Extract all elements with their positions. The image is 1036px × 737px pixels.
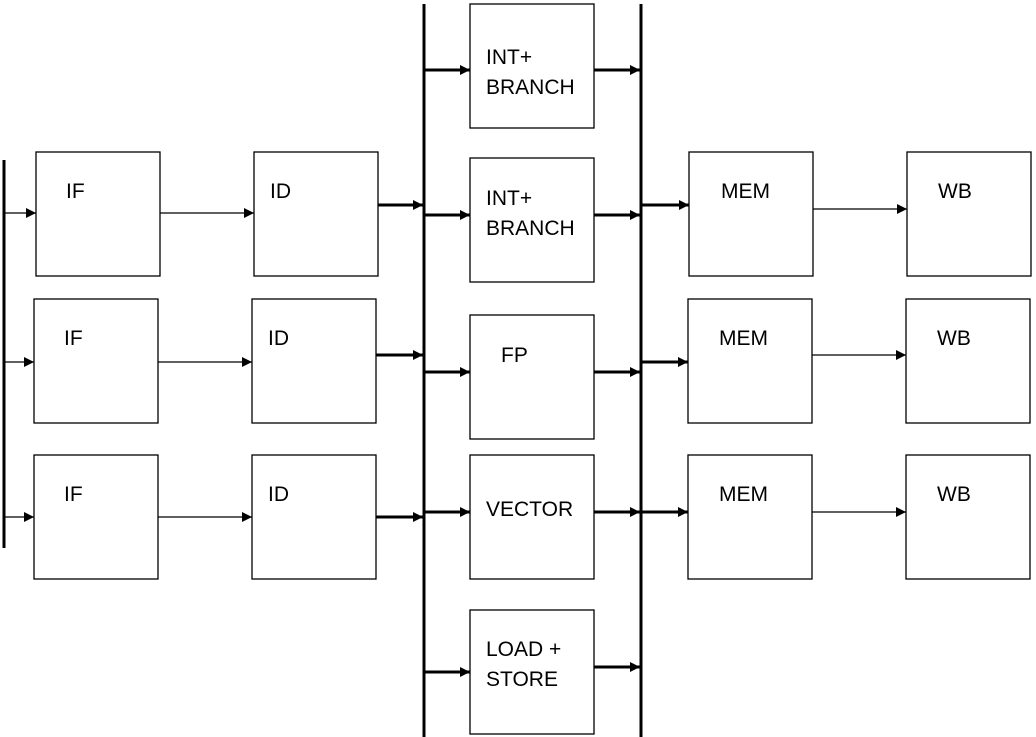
pipeline-row-2: IF ID MEM WB xyxy=(33,298,1031,424)
wb-stage-label: WB xyxy=(938,180,972,203)
id-stage-label: ID xyxy=(268,327,289,350)
if-stage-box xyxy=(33,454,159,580)
label-line: LOAD + xyxy=(486,638,561,661)
label-line: BRANCH xyxy=(486,76,575,99)
pipeline-row-3: IF ID MEM WB xyxy=(33,454,1031,580)
int-branch-unit-label: INT+ BRANCH xyxy=(486,187,575,240)
fp-unit-label: FP xyxy=(501,344,528,367)
label-line: INT+ xyxy=(486,187,532,210)
wb-stage-box xyxy=(906,151,1032,277)
id-stage-box xyxy=(251,454,377,580)
load-store-unit-label: LOAD + STORE xyxy=(486,638,567,691)
wb-stage-label: WB xyxy=(937,327,971,350)
label-line: VECTOR xyxy=(486,498,573,521)
wb-stage-box xyxy=(905,454,1031,580)
wb-stage-label: WB xyxy=(937,483,971,506)
mem-stage-box xyxy=(688,151,814,277)
label-line: FP xyxy=(501,344,528,367)
if-stage-label: IF xyxy=(64,483,83,506)
mem-stage-box xyxy=(687,298,813,424)
id-stage-label: ID xyxy=(270,180,291,203)
pipeline-row-1: IF ID MEM WB xyxy=(35,151,1032,277)
int-branch-unit-label: INT+ BRANCH xyxy=(486,46,575,99)
label-line: STORE xyxy=(486,668,558,691)
fp-unit-box xyxy=(469,314,595,440)
label-line: INT+ xyxy=(486,46,532,69)
if-stage-box xyxy=(33,298,159,424)
mem-stage-label: MEM xyxy=(719,483,768,506)
int-branch-unit-box xyxy=(469,3,595,129)
int-branch-unit-box xyxy=(469,157,595,283)
vector-unit-box xyxy=(469,454,595,580)
execution-units: INT+ BRANCH INT+ BRANCH FP VECTOR LOAD +… xyxy=(469,3,595,735)
mem-stage-label: MEM xyxy=(719,327,768,350)
vector-unit-label: VECTOR xyxy=(486,498,573,521)
wb-stage-box xyxy=(905,298,1031,424)
id-stage-box xyxy=(251,298,377,424)
id-stage-label: ID xyxy=(268,483,289,506)
if-stage-box xyxy=(35,151,161,277)
mem-stage-box xyxy=(687,454,813,580)
if-stage-label: IF xyxy=(64,327,83,350)
load-store-unit-box xyxy=(469,609,595,735)
id-stage-box xyxy=(253,151,379,277)
if-stage-label: IF xyxy=(66,180,85,203)
mem-stage-label: MEM xyxy=(721,180,770,203)
label-line: BRANCH xyxy=(486,217,575,240)
